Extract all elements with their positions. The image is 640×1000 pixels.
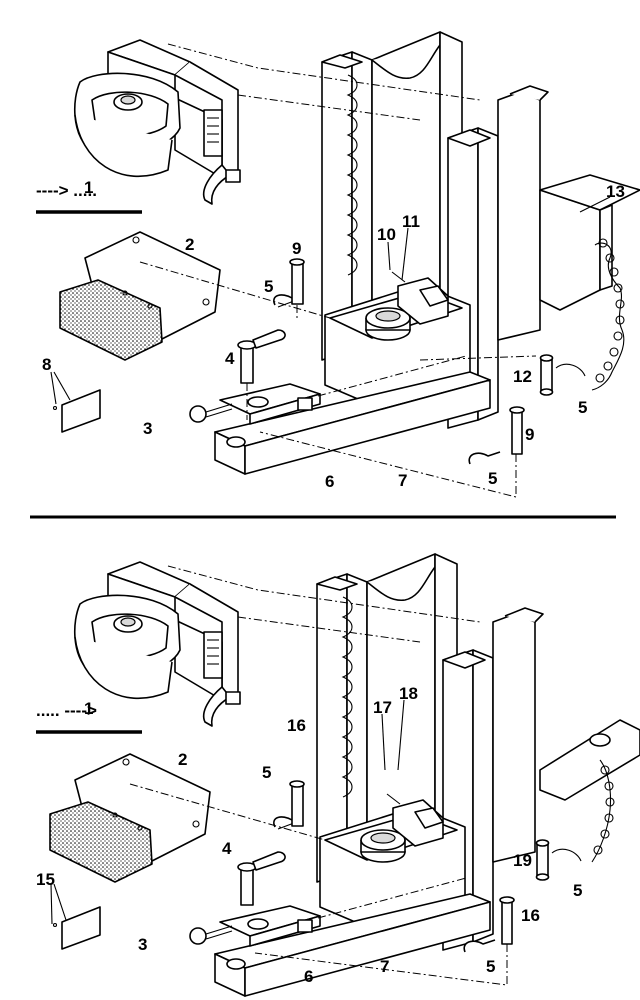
mud-flap-part — [59, 231, 221, 361]
callout-bottom-16b: 16 — [521, 906, 540, 925]
callout-top-9b: 9 — [525, 425, 534, 444]
direction-arrow-bottom: ..... ----> — [36, 701, 97, 720]
callout-bottom-18: 18 — [399, 684, 418, 703]
callout-top-5b: 5 — [578, 398, 587, 417]
callout-top-4: 4 — [225, 349, 235, 368]
callout-bottom-6: 6 — [304, 967, 313, 986]
callout-bottom-5b: 5 — [573, 881, 582, 900]
callout-top-3: 3 — [143, 419, 152, 438]
callout-top-12: 12 — [513, 367, 532, 386]
pin-16-lower — [501, 899, 513, 945]
callout-top-9a: 9 — [292, 239, 301, 258]
callout-bottom-5c: 5 — [486, 957, 495, 976]
callout-bottom-17: 17 — [373, 698, 392, 717]
callout-bottom-1: 1 — [84, 699, 93, 718]
hitch-coupling-part — [73, 39, 241, 205]
callout-bottom-4: 4 — [222, 839, 232, 858]
callout-bottom-7: 7 — [380, 957, 389, 976]
lower-pin-12 — [539, 354, 586, 396]
callout-top-7: 7 — [398, 471, 407, 490]
callout-top-1: 1 — [84, 178, 93, 197]
bottom-view: ..... ----> 1 2 3 4 5 5 5 6 7 15 16 16 1… — [36, 553, 640, 997]
callout-bottom-2: 2 — [178, 750, 187, 769]
callout-bottom-19: 19 — [513, 851, 532, 870]
callout-top-5a: 5 — [264, 277, 273, 296]
pin-9-lower — [511, 409, 523, 455]
mud-flap-part-b — [49, 753, 211, 883]
callout-top-13: 13 — [606, 182, 625, 201]
top-view: ----> ..... 1 2 3 4 5 5 5 6 7 8 9 9 10 1… — [36, 31, 640, 498]
callout-top-11: 11 — [402, 212, 420, 231]
callout-bottom-16a: 16 — [287, 716, 306, 735]
identification-plate-part — [52, 389, 101, 433]
callout-top-8: 8 — [42, 355, 51, 374]
identification-plate-part-b — [52, 906, 101, 950]
clip-5-lower-b — [463, 939, 496, 953]
rear-drawbar-part — [539, 719, 640, 863]
callout-top-2: 2 — [185, 235, 194, 254]
callout-top-10: 10 — [377, 225, 396, 244]
lower-pin-19 — [535, 839, 582, 881]
clip-5-lower — [468, 451, 501, 465]
callout-bottom-3: 3 — [138, 935, 147, 954]
hitch-coupling-part-b — [73, 561, 241, 727]
vertical-rail-assembly-b — [316, 553, 544, 951]
callout-top-5c: 5 — [488, 469, 497, 488]
callout-bottom-5a: 5 — [262, 763, 271, 782]
callout-top-6: 6 — [325, 472, 334, 491]
direction-arrow-top: ----> ..... — [36, 181, 97, 200]
callout-bottom-15: 15 — [36, 870, 55, 889]
